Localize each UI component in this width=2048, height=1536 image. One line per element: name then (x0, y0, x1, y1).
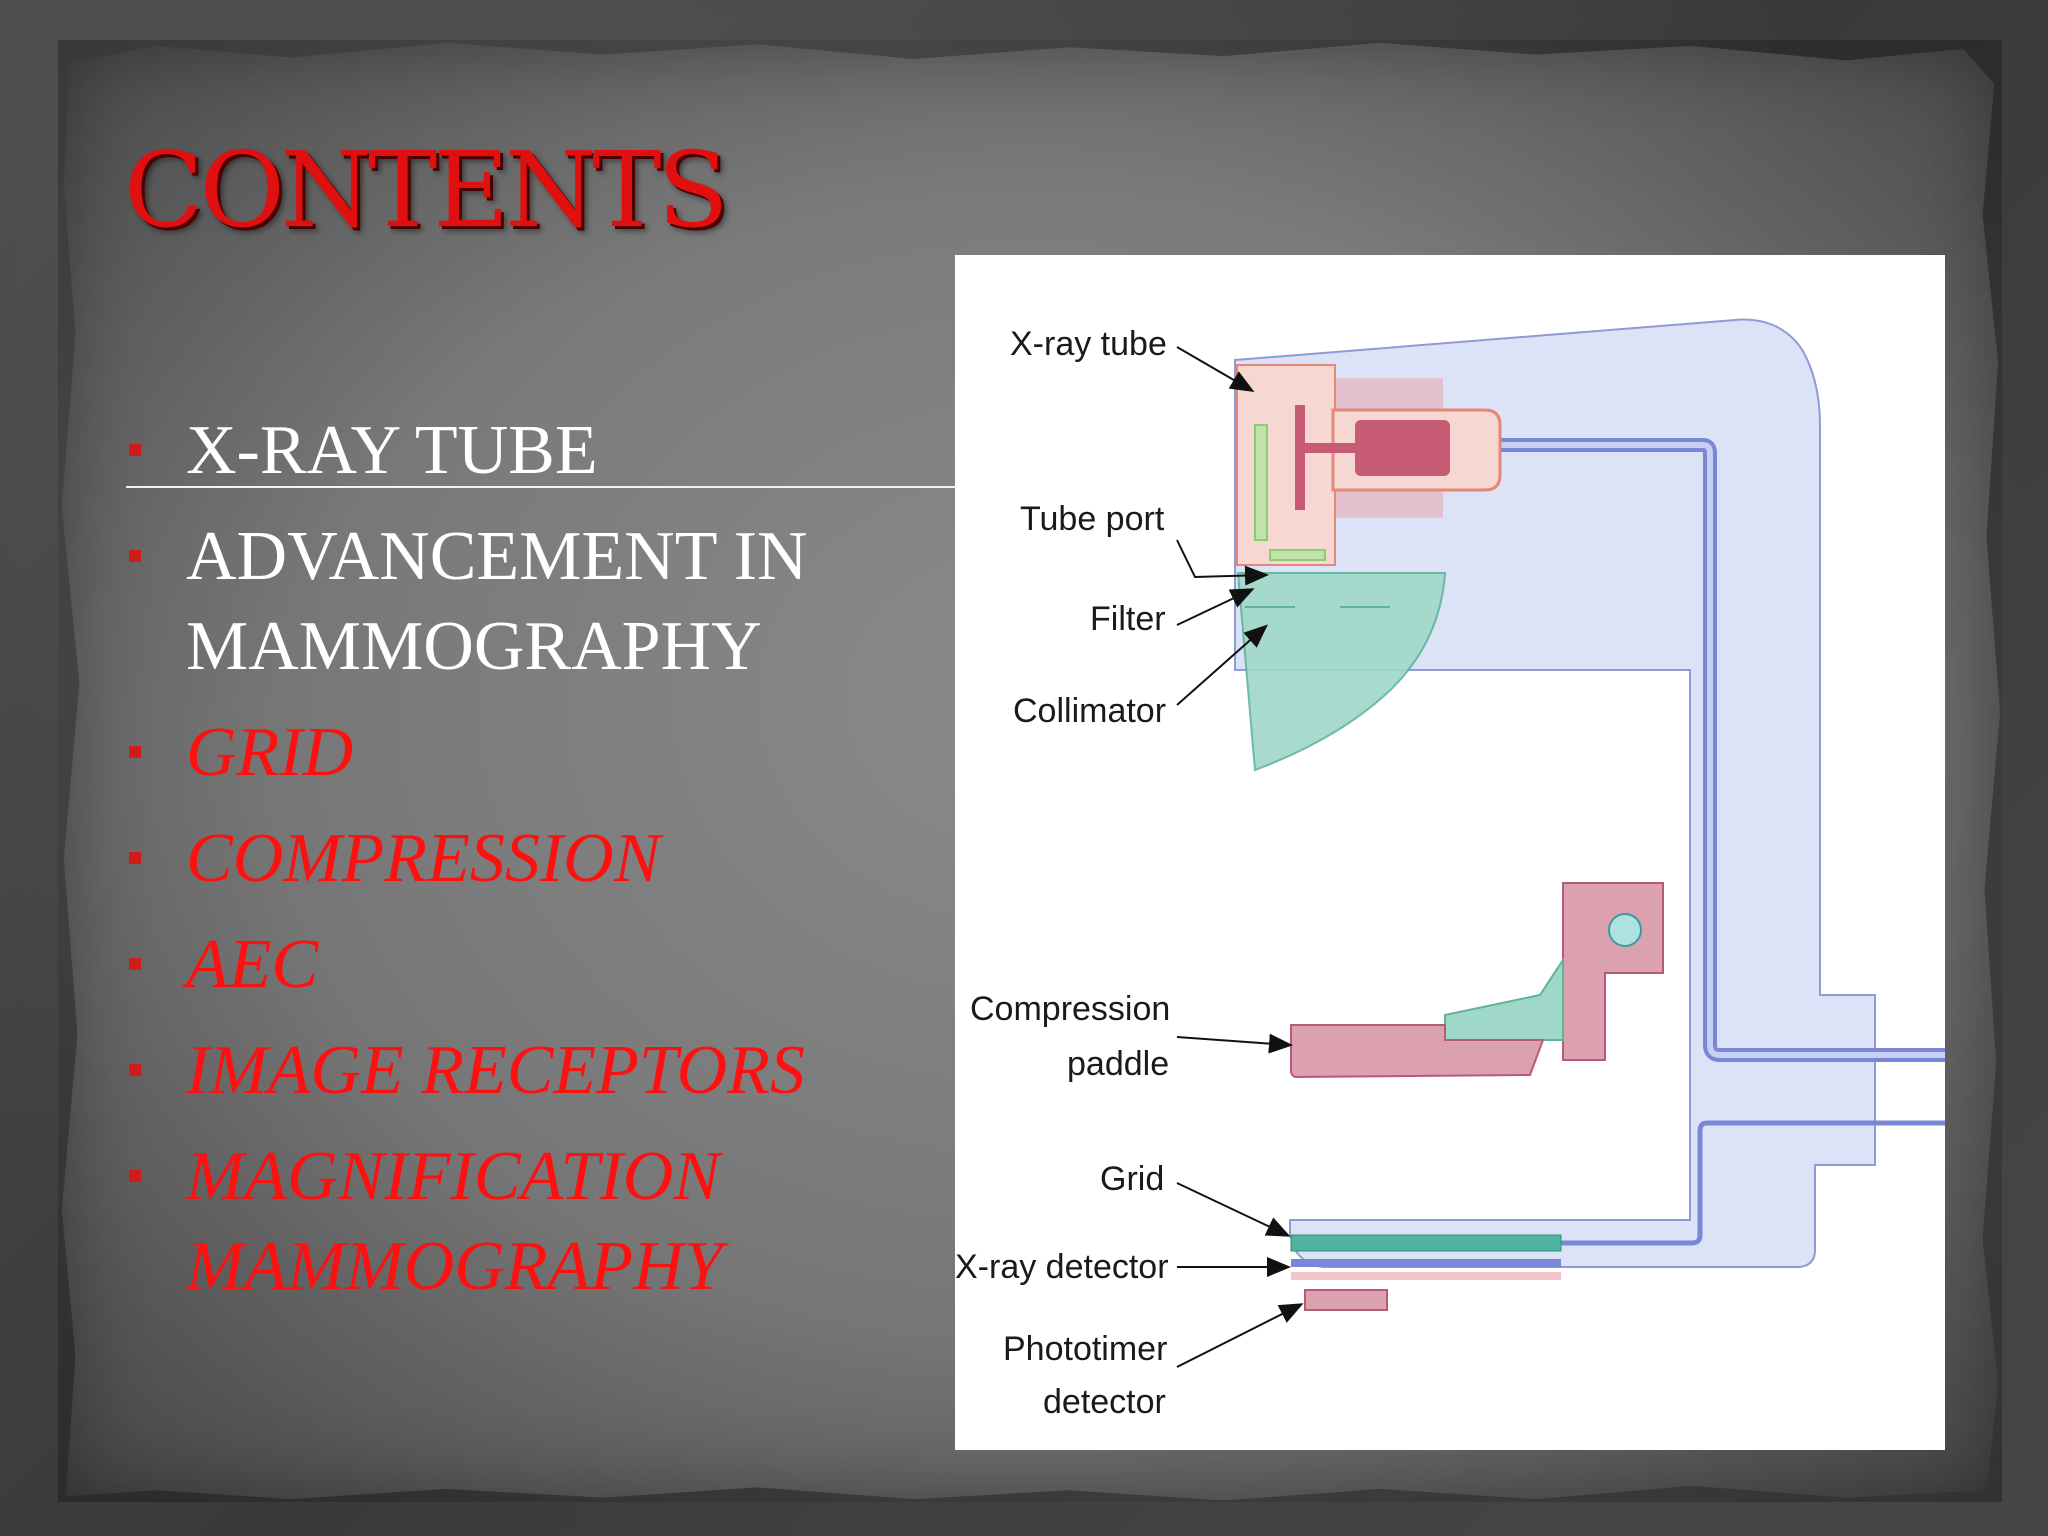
bullet-marker-icon (129, 550, 141, 562)
xray-detector-layer (1291, 1259, 1561, 1267)
anode-stem (1300, 443, 1360, 453)
slide-title: CONTENTS (124, 129, 729, 251)
leader-tube-port (1176, 539, 1269, 586)
bullet-marker-icon (129, 444, 141, 456)
label-xray-tube: X-ray tube (1010, 325, 1167, 363)
leader-grid (1176, 1182, 1291, 1237)
paddle-bracket (1562, 882, 1664, 1061)
title-underline (126, 486, 956, 488)
label-phototimer: Phototimer (1003, 1330, 1167, 1368)
bullet-text: AEC (186, 926, 319, 1003)
label-grid: Grid (1100, 1160, 1164, 1198)
bullet-text-line-2: MAMMOGRAPHY (186, 1228, 723, 1305)
bullet-grid: GRID (126, 708, 946, 798)
bullet-text-line-1: MAGNIFICATION (186, 1138, 721, 1215)
leader-filter (1176, 588, 1255, 626)
bullet-compression: COMPRESSION (126, 814, 946, 904)
bullet-text: X-RAY TUBE (186, 412, 598, 489)
bullet-text-line-1: ADVANCEMENT IN (186, 518, 808, 595)
bullet-image-receptors: IMAGE RECEPTORS (126, 1026, 946, 1116)
label-filter: Filter (1090, 600, 1166, 638)
leader-compression (1176, 1033, 1293, 1054)
leader-phototimer (1176, 1303, 1304, 1368)
window-green (1254, 424, 1268, 541)
bullet-text: COMPRESSION (186, 820, 661, 897)
cathode-cup (1355, 420, 1450, 476)
label-compression: Compression (970, 990, 1170, 1028)
contents-list: X-RAY TUBE ADVANCEMENT IN MAMMOGRAPHY GR… (126, 406, 946, 1326)
mammography-unit-diagram: X-ray tube Tube port Filter Collimator C… (955, 255, 1945, 1450)
paddle-knob (1608, 913, 1642, 947)
bullet-marker-icon (129, 1064, 141, 1076)
bullet-text: IMAGE RECEPTORS (186, 1032, 805, 1109)
label-collimator: Collimator (1013, 692, 1166, 730)
bullet-marker-icon (129, 958, 141, 970)
label-detector: detector (1043, 1383, 1166, 1421)
bullet-xray-tube: X-RAY TUBE (126, 406, 946, 496)
detector-pink-layer (1291, 1272, 1561, 1280)
label-xray-detector: X-ray detector (955, 1248, 1169, 1286)
bullet-text-line-2: MAMMOGRAPHY (186, 608, 762, 685)
bullet-aec: AEC (126, 920, 946, 1010)
leader-xray-tube (1176, 346, 1255, 393)
arm-cable-inner (1500, 442, 1945, 1058)
bullet-marker-icon (129, 1170, 141, 1182)
leader-collimator (1176, 624, 1268, 706)
diagram-svg: X-ray tube Tube port Filter Collimator C… (955, 318, 1945, 1421)
bullet-magnification: MAGNIFICATION MAMMOGRAPHY (126, 1132, 946, 1312)
arm-cable-lower (1335, 1120, 1945, 1246)
tube-port-green (1269, 549, 1326, 561)
label-tube-port: Tube port (1020, 500, 1165, 538)
paddle-arm (1444, 956, 1564, 1041)
bullet-marker-icon (129, 852, 141, 864)
anode-disk (1295, 405, 1305, 510)
xray-tube-body (1236, 364, 1336, 566)
collimator (1236, 572, 1447, 772)
bullet-advancement: ADVANCEMENT IN MAMMOGRAPHY (126, 512, 946, 692)
label-paddle: paddle (1067, 1045, 1169, 1083)
bullet-marker-icon (129, 746, 141, 758)
phototimer-detector (1304, 1289, 1388, 1311)
bullet-text: GRID (186, 714, 354, 791)
compression-paddle (1290, 1024, 1545, 1079)
grid-layer (1290, 1234, 1562, 1252)
